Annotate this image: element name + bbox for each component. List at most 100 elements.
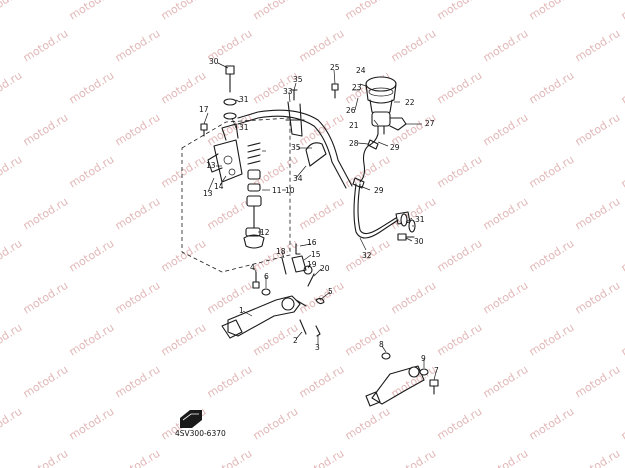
watermark-text: motod.ru (481, 447, 531, 468)
watermark-text: motod.ru (67, 321, 117, 359)
watermark-text: motod.ru (159, 153, 209, 191)
master-cylinder (207, 123, 243, 183)
watermark-text: motod.ru (159, 69, 209, 107)
watermark-text: motod.ru (573, 195, 623, 233)
pin-18 (281, 257, 287, 275)
washer-8 (381, 352, 391, 360)
watermark-text: motod.ru (113, 363, 163, 401)
cotter-pin-16 (295, 243, 301, 255)
watermark-text: motod.ru (527, 0, 577, 23)
watermark-text: motod.ru (389, 447, 439, 468)
diagram-code: 4SV300-6370 (175, 429, 226, 438)
watermark-text: motod.ru (619, 0, 625, 23)
watermark-text: motod.ru (435, 237, 485, 275)
pipe-clamp-34 (305, 142, 327, 167)
watermark-text: motod.ru (573, 363, 623, 401)
washer-6 (261, 288, 271, 296)
callout-labels: 30 31 31 17 35 33 35 25 24 23 26 22 21 2… (199, 57, 439, 375)
watermark-text: motod.ru (67, 69, 117, 107)
callout-13: 13 (203, 189, 213, 198)
spring-5 (315, 297, 325, 305)
callout-28: 28 (349, 139, 359, 148)
bolt-7 (429, 379, 439, 395)
brake-pedal (221, 295, 307, 339)
watermark-text: motod.ru (435, 405, 485, 443)
hose-clip-top (367, 139, 379, 150)
watermark-text: motod.ru (481, 279, 531, 317)
watermark-text: motod.ru (205, 279, 255, 317)
washer-9 (419, 368, 429, 376)
watermark-text: motod.ru (573, 279, 623, 317)
pin-20 (307, 273, 315, 287)
callout-24: 24 (356, 66, 366, 75)
callout-20: 20 (320, 264, 330, 273)
watermark-text: motod.ru (251, 405, 301, 443)
watermark-text: motod.ru (619, 69, 625, 107)
watermark-text: motod.ru (159, 0, 209, 23)
watermark-text: motod.ru (113, 111, 163, 149)
watermark-text: motod.ru (21, 111, 71, 149)
callout-22: 22 (405, 98, 415, 107)
bolt-17 (200, 123, 208, 137)
watermark-text: motod.ru (435, 153, 485, 191)
watermark-text: motod.ru (67, 0, 117, 23)
watermark-text: motod.ru (21, 195, 71, 233)
watermark-text: motod.ru (297, 27, 347, 65)
callout-4: 4 (250, 263, 255, 272)
watermark-text: motod.ru (527, 321, 577, 359)
watermark-text: motod.ru (21, 363, 71, 401)
watermark-text: motod.ru (573, 27, 623, 65)
watermark-text: motod.ru (67, 153, 117, 191)
callout-27: 27 (425, 119, 435, 128)
watermark-text: motod.ru (527, 237, 577, 275)
diagram-code-block: 4SV300-6370 (175, 410, 226, 438)
pedal-bolt-4 (252, 271, 260, 289)
watermark-text: motod.ru (527, 153, 577, 191)
watermark-text: motod.ru (481, 27, 531, 65)
callout-14: 14 (214, 182, 224, 191)
callout-31-right: 31 (415, 215, 425, 224)
watermark-text: motod.ru (297, 195, 347, 233)
callout-6: 6 (264, 272, 269, 281)
watermark-text: motod.ru (573, 111, 623, 149)
callout-26: 26 (346, 106, 356, 115)
piston-kit (243, 142, 265, 249)
watermark-text: motod.ru (573, 447, 623, 468)
callout-9: 9 (421, 354, 426, 363)
bolt-25 (331, 83, 339, 99)
callout-12: 12 (260, 228, 270, 237)
watermark-text: motod.ru (0, 0, 24, 23)
watermark-text: motod.ru (21, 279, 71, 317)
shift-lever (365, 365, 425, 407)
callout-23: 23 (352, 83, 362, 92)
callout-3: 3 (315, 343, 320, 352)
watermark-text: motod.ru (0, 153, 24, 191)
reservoir-tank (365, 76, 407, 135)
callout-30-right: 30 (414, 237, 424, 246)
watermark-text: motod.ru (481, 363, 531, 401)
joint-15 (291, 255, 307, 273)
hose-clip-bottom (352, 177, 365, 189)
brake-hose (353, 183, 399, 239)
callout-35-top: 35 (293, 75, 303, 84)
assembly-outline (181, 117, 291, 273)
callout-7: 7 (434, 366, 439, 375)
watermark-text: motod.ru (481, 111, 531, 149)
watermark-text: motod.ru (435, 69, 485, 107)
watermark-text: motod.ru (21, 447, 71, 468)
watermark-text: motod.ru (527, 69, 577, 107)
watermark-text: motod.ru (389, 27, 439, 65)
watermark-text: motod.ru (67, 237, 117, 275)
callout-32: 32 (362, 251, 372, 260)
watermark-text: motod.ru (0, 69, 24, 107)
washer-19 (303, 265, 313, 275)
callout-13-mid: 13 (206, 161, 216, 170)
watermark-text: motod.ru (619, 153, 625, 191)
leader-lines (203, 62, 437, 381)
callout-31-top-a: 31 (239, 95, 249, 104)
watermark-text: motod.ru (113, 195, 163, 233)
callout-19: 19 (307, 260, 317, 269)
